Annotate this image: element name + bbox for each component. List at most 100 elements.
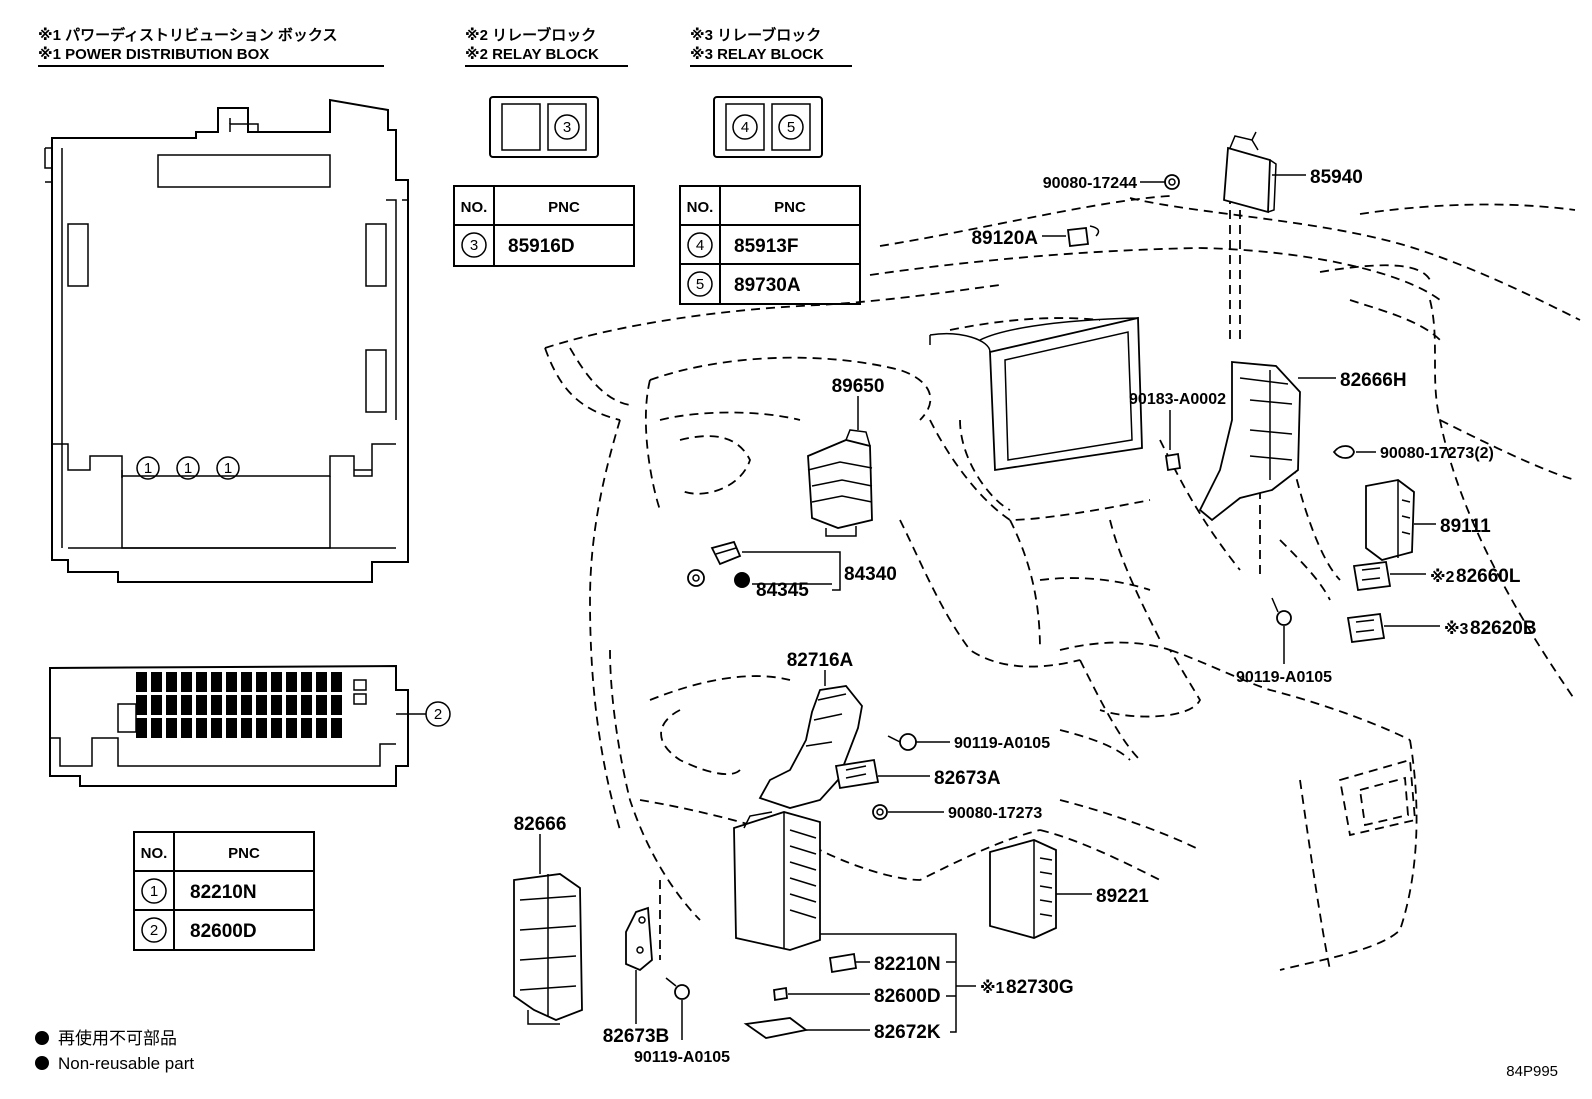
- pdb-marker-1a: 1: [136, 456, 160, 480]
- pdb-marker-1c: 1: [216, 456, 240, 480]
- svg-text:1: 1: [224, 460, 232, 477]
- svg-text:1: 1: [184, 460, 192, 477]
- relay3-header: ※3 リレーブロック ※3 RELAY BLOCK: [690, 26, 852, 67]
- fuse-slot: [256, 695, 267, 715]
- legend-en: Non-reusable part: [58, 1054, 194, 1073]
- label-82673A: 82673A: [934, 768, 1001, 789]
- label-84340: 84340: [844, 564, 897, 585]
- bolt-90119-middle: [887, 733, 917, 751]
- fuse-slot: [301, 695, 312, 715]
- fuse-slot: [211, 695, 222, 715]
- clip-90080-17244: [1164, 174, 1180, 190]
- power-distribution-box-top: 1 1 1: [44, 98, 409, 583]
- fuse-slot: [196, 672, 207, 692]
- power-distribution-box-side: 2: [49, 664, 451, 787]
- legend-jp: 再使用不可部品: [58, 1028, 177, 1048]
- relay3-header-jp: ※3 リレーブロック: [690, 26, 821, 44]
- table-pdb-col-no: NO.: [141, 845, 168, 862]
- connector-84340: [710, 540, 742, 566]
- fuse-slot: [181, 672, 192, 692]
- fuse-slot: [166, 718, 177, 738]
- table-relay2: NO. PNC 3 85916D: [453, 185, 635, 267]
- fuse-slot: [316, 672, 327, 692]
- legend-dot-en: [35, 1056, 49, 1070]
- label-90119-bottom: 90119-A0105: [634, 1049, 730, 1066]
- label-82620B: 82620B: [1470, 618, 1537, 639]
- fuse-slot: [196, 718, 207, 738]
- table-pdb-col-pnc: PNC: [228, 845, 260, 862]
- fuse-slot: [151, 718, 162, 738]
- bracket-82666: [513, 873, 583, 1025]
- fuse-slot: [331, 718, 342, 738]
- nut-90080-17273-2: [1332, 445, 1355, 459]
- label-84345: 84345: [756, 580, 809, 601]
- module-85940: [1223, 131, 1277, 214]
- label-82673B: 82673B: [603, 1026, 670, 1047]
- label-82730G: 82730G: [1006, 977, 1074, 998]
- multimedia-display: [929, 316, 1143, 472]
- clip-84345: [687, 569, 750, 588]
- ecu-89650: [807, 429, 873, 537]
- table-relay3-row2-pnc: 89730A: [734, 275, 801, 296]
- pdb-header-jp: ※1 パワーディストリビューション ボックス: [38, 26, 337, 44]
- fuse-slot: [271, 695, 282, 715]
- pdb-header-en: ※1 POWER DISTRIBUTION BOX: [38, 45, 269, 63]
- label-89111: 89111: [1440, 516, 1491, 537]
- table-relay3-col-pnc: PNC: [774, 199, 806, 216]
- relay2-header-jp: ※2 リレーブロック: [465, 26, 596, 44]
- part-labels: 90080-17244 85940 89120A 89650 90183-A00…: [514, 167, 1537, 1066]
- relay3-header-en: ※3 RELAY BLOCK: [690, 45, 824, 63]
- table-pdb-row2-no: 2: [150, 922, 158, 939]
- fuse-slot: [286, 718, 297, 738]
- relay-block-3: 4 5: [713, 96, 823, 158]
- leader-lines: [539, 174, 1440, 1040]
- pdb-header: ※1 パワーディストリビューション ボックス ※1 POWER DISTRIBU…: [38, 26, 384, 67]
- table-relay3-row1-no: 4: [696, 237, 704, 254]
- table-pdb-row1-pnc: 82210N: [190, 882, 257, 903]
- fuse-slot: [301, 672, 312, 692]
- label-82666: 82666: [514, 814, 567, 835]
- fuse-slot: [211, 672, 222, 692]
- fuse-slot: [241, 672, 252, 692]
- label-82620B-mark: ※3: [1444, 620, 1469, 638]
- fuse-slot: [316, 718, 327, 738]
- label-90119-middle: 90119-A0105: [954, 735, 1050, 752]
- fuse-slot: [241, 695, 252, 715]
- label-82716A: 82716A: [787, 650, 854, 671]
- bracket-82666H: [1198, 361, 1301, 522]
- table-relay2-row-pnc: 85916D: [508, 236, 575, 257]
- fuse-slot: [166, 672, 177, 692]
- fuse-82600D: [773, 986, 788, 1002]
- fuse-slot: [256, 718, 267, 738]
- legend: 再使用不可部品 Non-reusable part: [35, 1028, 194, 1073]
- receiver-89111: [1365, 479, 1415, 561]
- label-90080-17273-2: 90080-17273(2): [1380, 445, 1494, 462]
- svg-text:1: 1: [144, 460, 152, 477]
- table-relay2-col-no: NO.: [461, 199, 488, 216]
- fuse-slot: [136, 718, 147, 738]
- table-pdb-row1-no: 1: [150, 883, 158, 900]
- fuse-slot: [136, 695, 147, 715]
- non-reusable-dot-84345: [734, 572, 750, 588]
- label-90119-right: 90119-A0105: [1236, 669, 1332, 686]
- fuse-slot: [286, 672, 297, 692]
- relay-block-2: 3: [489, 96, 599, 158]
- table-relay2-col-pnc: PNC: [548, 199, 580, 216]
- fuse-slot: [286, 695, 297, 715]
- label-85940: 85940: [1310, 167, 1363, 188]
- relay2-slot-3: 3: [563, 119, 571, 136]
- fuse-slot: [271, 672, 282, 692]
- relay-82620B: [1346, 612, 1386, 644]
- label-82666H: 82666H: [1340, 370, 1407, 391]
- fuse-slot: [301, 718, 312, 738]
- connector-82673A: [834, 758, 880, 790]
- label-82730G-mark: ※1: [980, 979, 1005, 997]
- fuse-slot: [136, 672, 147, 692]
- fuse-slot: [151, 672, 162, 692]
- relay3-slot-4: 4: [741, 119, 749, 136]
- drawing-code: 84P995: [1506, 1063, 1558, 1080]
- relay-82210N: [828, 952, 858, 974]
- dashboard-outline: [544, 195, 1581, 971]
- sensor-89120A: [1066, 225, 1100, 247]
